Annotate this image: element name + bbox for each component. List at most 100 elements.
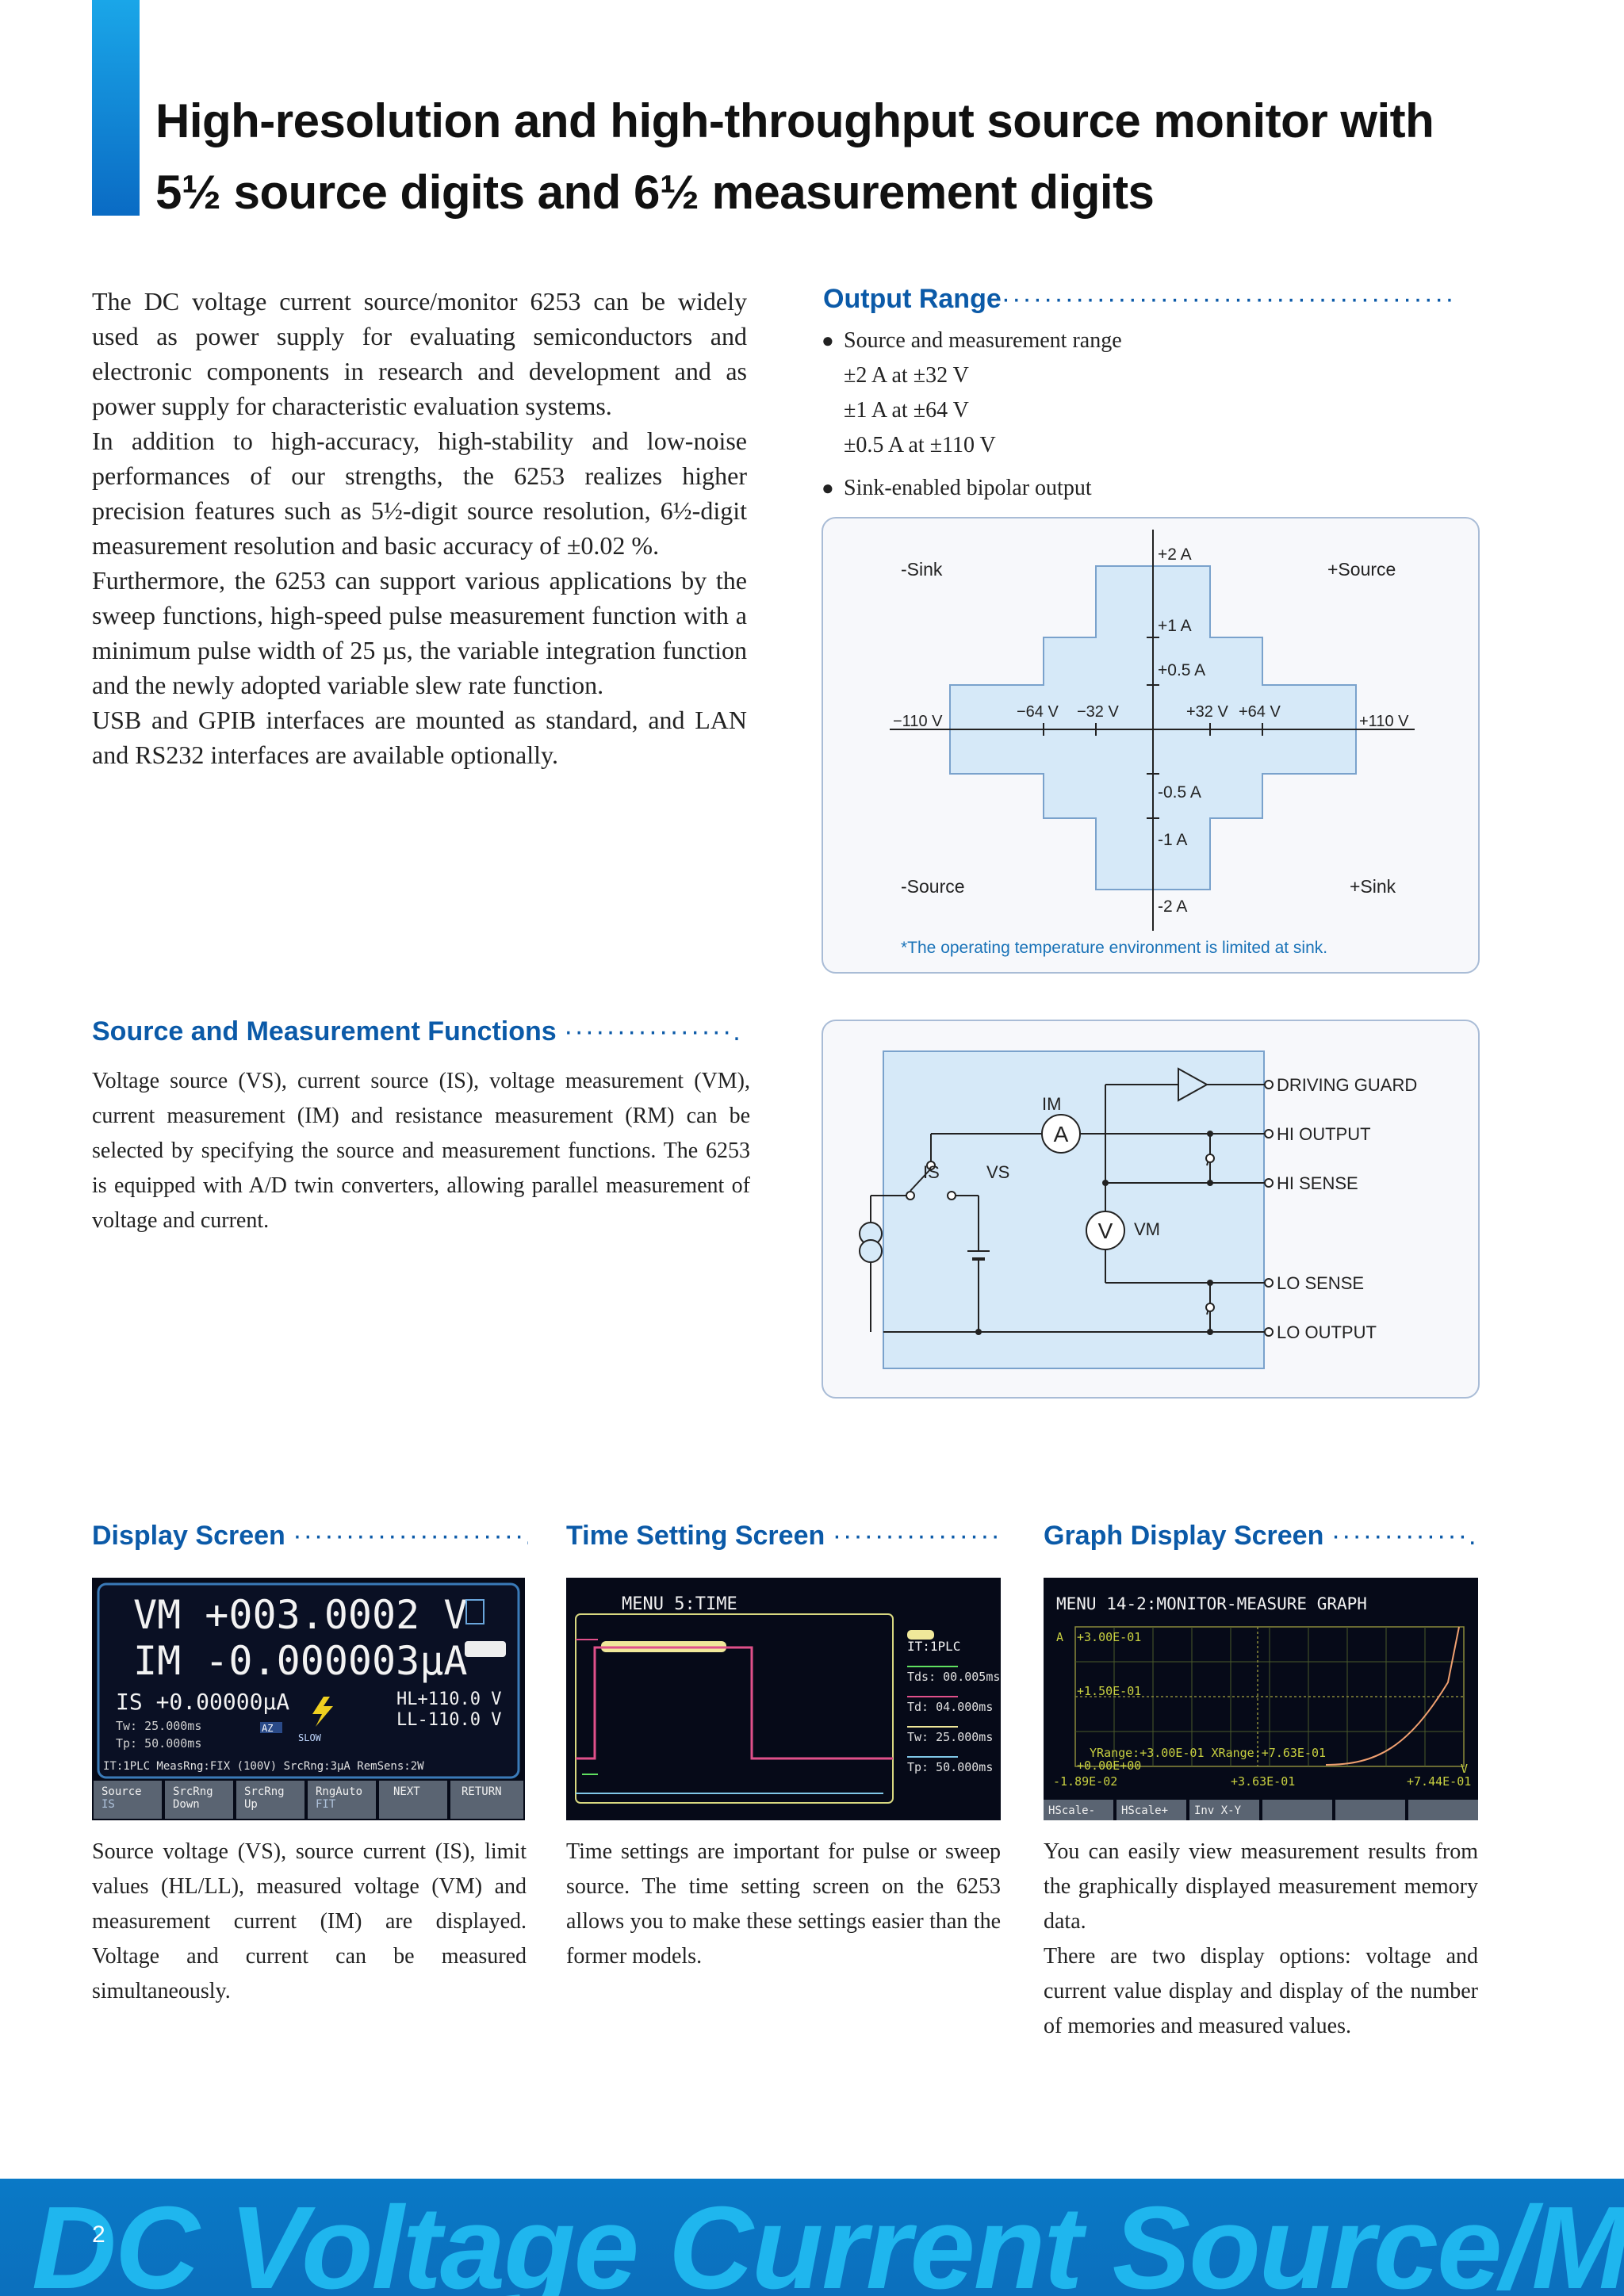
- bullet-item: ● Source and measurement range: [822, 323, 1480, 358]
- graph-axis-label: V: [1461, 1762, 1468, 1776]
- tw-readout: Tw: 25.000ms: [907, 1730, 993, 1744]
- graph-x-mid: +3.63E-01: [1231, 1774, 1295, 1789]
- heading-dots: ······················.: [293, 1521, 528, 1551]
- graph-y-mid: +1.50E-01: [1077, 1684, 1141, 1698]
- graph-softkey-bar: HScale- HScale+ Inv X-Y: [1044, 1800, 1478, 1820]
- intro-text: The DC voltage current source/monitor 62…: [92, 284, 747, 772]
- quadrant-label: +Sink: [1350, 876, 1396, 897]
- circuit-diagram: A V IM IS VS VM DRIVING GUARD HI OUTPUT …: [859, 1050, 1417, 1369]
- output-range-heading-text: Output Range: [823, 284, 1002, 314]
- quadrant-label: +Source: [1327, 559, 1396, 580]
- pulse-waveform: [576, 1646, 893, 1760]
- y-tick-label: -1 A: [1158, 831, 1187, 849]
- output-range-list: ● Source and measurement range ±2 A at ±…: [822, 323, 1480, 506]
- display-screen-render: VM +003.0002 V IM -0.000003µA IS +0.0000…: [94, 1582, 523, 1819]
- y-tick-label: -0.5 A: [1158, 783, 1201, 802]
- x-tick-label: −32 V: [1077, 703, 1119, 721]
- x-tick-label: +110 V: [1359, 713, 1409, 730]
- im-label: IM: [1042, 1094, 1061, 1114]
- ll-readout: LL-110.0 V: [396, 1710, 501, 1730]
- title-accent-bar: [92, 0, 140, 216]
- heading-dots: ················.: [832, 1521, 1002, 1551]
- im-readout: IM -0.000003µA: [133, 1638, 467, 1684]
- az-indicator: AZ: [262, 1723, 273, 1734]
- tds-readout: Tds: 00.005ms: [907, 1670, 1000, 1684]
- x-tick-label: −110 V: [893, 713, 943, 730]
- display-screen-heading-text: Display Screen: [92, 1521, 285, 1551]
- terminal-icon: [1264, 1278, 1274, 1288]
- title-line-2: 5½ source digits and 6½ measurement digi…: [155, 166, 1155, 219]
- quadrant-label: -Source: [901, 876, 965, 897]
- softkey-label: RngAuto: [316, 1785, 362, 1798]
- output-range-diagram-panel: -Sink +Source -Source +Sink +2 A +1 A +0…: [822, 517, 1480, 974]
- time-setting-screen-image: MENU 5:TIME IT:1PLC Tds: 00.005ms Td: 04…: [566, 1578, 1001, 1820]
- time-screen-render: MENU 5:TIME IT:1PLC Tds: 00.005ms Td: 04…: [575, 1594, 1000, 1804]
- softkey-label: SrcRng: [244, 1785, 285, 1798]
- source-measurement-heading: Source and Measurement Functions ·······…: [92, 1016, 754, 1047]
- terminal-icon: [1264, 1178, 1274, 1188]
- graph-description-paragraph: There are two display options: voltage a…: [1044, 1944, 1478, 2038]
- graph-range-readout: YRange:+3.00E-01 XRange:+7.63E-01: [1090, 1746, 1326, 1760]
- range-item: ±2 A at ±32 V: [844, 363, 969, 388]
- vs-label: VS: [986, 1162, 1009, 1182]
- y-tick-label: -2 A: [1158, 897, 1187, 916]
- page-number: 2: [92, 2221, 105, 2248]
- terminal-icon: [1264, 1080, 1274, 1089]
- x-tick-label: −64 V: [1017, 703, 1059, 721]
- status-line: IT:1PLC MeasRng:FIX (100V) SrcRng:3µA Re…: [103, 1760, 424, 1773]
- softkey-sublabel: IS: [102, 1798, 115, 1811]
- display-screen-image: VM +003.0002 V IM -0.000003µA IS +0.0000…: [92, 1578, 525, 1820]
- hl-readout: HL+110.0 V: [396, 1689, 501, 1709]
- warning-icon: [312, 1697, 333, 1727]
- time-setting-heading: Time Setting Screen ················.: [566, 1521, 1002, 1552]
- terminal-label: HI SENSE: [1277, 1173, 1358, 1193]
- graph-x-min: -1.89E-02: [1053, 1774, 1117, 1789]
- time-menu-title: MENU 5:TIME: [622, 1594, 737, 1614]
- tp-readout: Tp: 50.000ms: [907, 1760, 993, 1774]
- is-label: IS: [923, 1162, 940, 1182]
- intro-paragraph: In addition to high-accuracy, high-stabi…: [92, 427, 747, 560]
- indicator-icon: [465, 1641, 506, 1657]
- intro-paragraph: USB and GPIB interfaces are mounted as s…: [92, 706, 747, 769]
- range-item: ±0.5 A at ±110 V: [844, 433, 996, 457]
- y-tick-label: +2 A: [1158, 545, 1192, 564]
- graph-display-description: You can easily view measurement results …: [1044, 1835, 1478, 2044]
- bullet-icon: ●: [822, 329, 834, 352]
- quadrant-label: -Sink: [901, 559, 943, 580]
- range-note: *The operating temperature environment i…: [901, 939, 1327, 957]
- page-title: High-resolution and high-throughput sour…: [155, 86, 1567, 228]
- softkey-label: Inv X-Y: [1194, 1804, 1242, 1817]
- graph-y-zero: +0.00E+00: [1077, 1758, 1141, 1773]
- time-setting-heading-text: Time Setting Screen: [566, 1521, 825, 1551]
- softkey-sublabel: Down: [173, 1798, 200, 1811]
- graph-display-heading-text: Graph Display Screen: [1044, 1521, 1324, 1551]
- softkey-label: NEXT: [393, 1785, 420, 1798]
- vm-readout: VM +003.0002 V: [133, 1592, 467, 1638]
- tw-readout: Tw: 25.000ms: [116, 1719, 201, 1733]
- voltmeter-symbol: V: [1098, 1219, 1113, 1243]
- softkey-sublabel: Up: [244, 1798, 258, 1811]
- terminal-label: LO OUTPUT: [1277, 1322, 1377, 1342]
- heading-dots: ········································…: [1001, 284, 1456, 314]
- softkey-label: HScale+: [1121, 1804, 1168, 1817]
- guard-buffer-icon: [1178, 1067, 1209, 1102]
- vm-label: VM: [1134, 1219, 1160, 1239]
- tp-readout: Tp: 50.000ms: [116, 1736, 201, 1751]
- source-measurement-text: Voltage source (VS), current source (IS)…: [92, 1069, 750, 1233]
- y-tick-label: +1 A: [1158, 617, 1192, 635]
- ammeter-symbol: A: [1054, 1122, 1069, 1146]
- terminal-icon: [1264, 1327, 1274, 1337]
- softkey-label: RETURN: [462, 1785, 502, 1798]
- terminal-icon: [1264, 1129, 1274, 1138]
- display-screen-description: Source voltage (VS), source current (IS)…: [92, 1839, 527, 2003]
- bullet-text: Sink-enabled bipolar output: [844, 476, 1092, 500]
- terminal-label: DRIVING GUARD: [1277, 1075, 1417, 1095]
- heading-dots: ················.: [564, 1016, 742, 1047]
- x-tick-label: +64 V: [1239, 703, 1281, 721]
- footer-banner: DC Voltage Current Source/Monitor: [0, 2179, 1624, 2296]
- softkey-sublabel: FIT: [316, 1798, 336, 1811]
- graph-screen-render: MENU 14-2:MONITOR-MEASURE GRAPH A +3.00E…: [1044, 1594, 1478, 1820]
- intro-paragraph: The DC voltage current source/monitor 62…: [92, 287, 747, 420]
- bullet-text: Source and measurement range: [844, 328, 1122, 353]
- circuit-diagram-panel: A V IM IS VS VM DRIVING GUARD HI OUTPUT …: [822, 1020, 1480, 1399]
